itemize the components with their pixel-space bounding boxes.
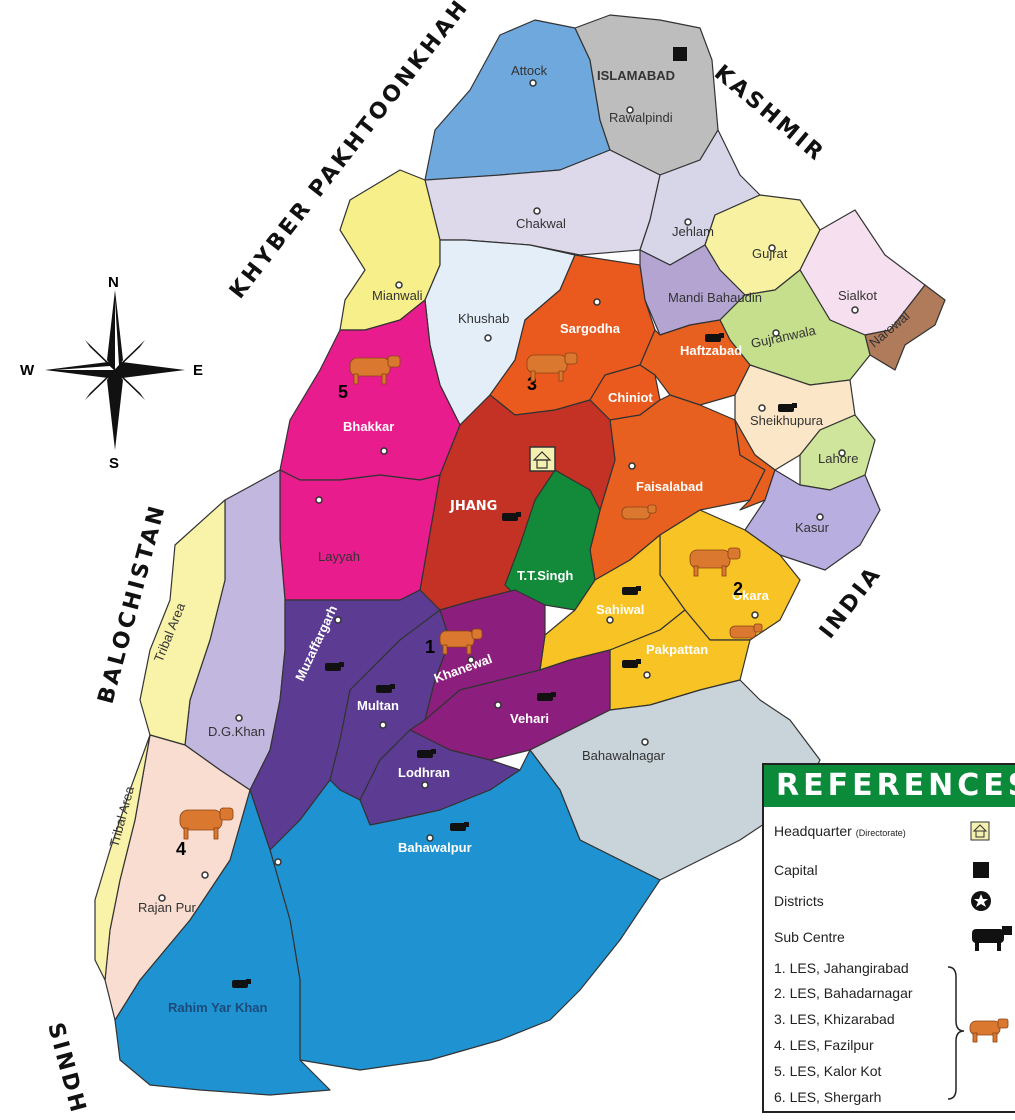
district-label-bahawalnagar: Bahawalnagar [582,748,666,763]
district-label-vehari: Vehari [510,711,549,726]
sub-centre-icon [622,586,641,595]
district-label-bhakkar: Bhakkar [343,419,394,434]
compass-e: E [193,362,203,379]
district-label-sargodha: Sargodha [560,321,621,336]
district-label-tt-singh: T.T.Singh [517,568,573,583]
sub-centre-icon [325,662,344,671]
district-label-rahim-yar-khan: Rahim Yar Khan [168,1000,268,1015]
region-kasur[interactable] [744,469,881,571]
sub-centre-icon [376,684,395,693]
les-number-4: 4 [176,839,186,859]
legend-les-bracket-icon [947,966,1009,1100]
legend-sub-centre: Sub Centre [774,929,845,945]
region-faisalabad-east[interactable] [734,419,776,511]
district-label-attock: Attock [511,63,548,78]
capital-marker-icon [673,47,687,61]
district-label-layyah: Layyah [318,549,360,564]
district-label-kasur: Kasur [795,520,830,535]
sub-centre-icon [778,403,797,412]
les-cow-icon [439,628,483,655]
compass-w: W [20,362,35,379]
border-label-sindh: SINDH [42,1020,91,1117]
sub-centre-icon [417,749,436,758]
compass-n: N [108,274,119,291]
district-label-jhang: JHANG [449,499,497,514]
region-tt-singh[interactable] [504,469,601,611]
les-cow-icon [349,355,401,385]
legend-les-4: 4. LES, Fazilpur [774,1037,874,1053]
headquarter-icon [529,446,556,472]
les-number-3: 3 [527,374,537,394]
les-number-1: 1 [425,637,435,657]
district-label-bahawalpur: Bahawalpur [398,840,472,855]
district-label-mandi-bahaudin: Mandi Bahaudin [668,290,762,305]
capital-label: ISLAMABAD [597,68,675,83]
legend-sub-centre-icon [972,926,1012,951]
legend-headquarter-note: (Directorate) [855,828,906,838]
sub-centre-icon [502,512,521,521]
les-number-2: 2 [733,579,743,599]
legend-les-3: 3. LES, Khizarabad [774,1011,895,1027]
district-label-khushab: Khushab [458,311,509,326]
legend-title: REFERENCES [764,765,1015,807]
district-label-faisalabad: Faisalabad [636,479,703,494]
region-layyah[interactable] [279,469,441,601]
les-cow-icon [729,623,763,639]
district-label-rajan-pur: Rajan Pur [138,900,196,915]
legend-capital: Capital [774,862,818,878]
legend-headquarter-icon [970,821,990,841]
legend-headquarter-label: Headquarter [774,823,852,839]
sub-centre-icon [232,979,251,988]
legend-les-1: 1. LES, Jahangirabad [774,960,909,976]
region-vehari[interactable] [409,649,611,761]
les-cow-icon [689,547,741,577]
district-label-jehlam: Jehlam [672,224,714,239]
district-label-pakpattan: Pakpattan [646,642,708,657]
legend-les-2: 2. LES, Bahadarnagar [774,985,913,1001]
district-label-lahore: Lahore [818,451,858,466]
district-label-dg-khan: D.G.Khan [208,724,265,739]
legend-les-6: 6. LES, Shergarh [774,1089,882,1105]
district-label-mianwali: Mianwali [372,288,423,303]
district-label-haftzabad: Haftzabad [680,343,742,358]
les-number-5: 5 [338,382,348,402]
district-label-gujrat: Gujrat [752,246,788,261]
legend-panel: REFERENCES Headquarter (Directorate) Cap… [762,763,1015,1113]
district-label-sialkot: Sialkot [838,288,877,303]
les-cow-icon [179,807,234,840]
compass-s: S [109,455,119,472]
sub-centre-icon [705,333,724,342]
district-label-lodhran: Lodhran [398,765,450,780]
les-cow-icon [621,504,657,520]
district-label-sahiwal: Sahiwal [596,602,644,617]
region-bahawalpur[interactable] [269,749,661,1071]
region-haftzabad[interactable] [639,319,751,406]
district-label-sheikhupura: Sheikhupura [750,413,824,428]
legend-capital-icon [973,862,989,878]
sub-centre-icon [537,692,556,701]
compass-rose-icon: N S W E [20,274,203,472]
legend-headquarter: Headquarter (Directorate) [774,823,906,839]
district-label-okara: Okara [732,588,770,603]
border-label-india: INDIA [815,561,887,643]
legend-districts-icon [971,891,991,911]
sub-centre-icon [622,659,641,668]
region-narowal[interactable] [864,284,946,371]
region-tribal-area-south[interactable] [94,734,151,981]
district-label-chiniot: Chiniot [608,390,653,405]
sub-centre-icon [450,822,469,831]
les-cow-icon [526,352,578,382]
legend-districts: Districts [774,893,824,909]
district-label-rawalpindi: Rawalpindi [609,110,673,125]
district-label-multan: Multan [357,698,399,713]
district-label-chakwal: Chakwal [516,216,566,231]
legend-les-5: 5. LES, Kalor Kot [774,1063,882,1079]
